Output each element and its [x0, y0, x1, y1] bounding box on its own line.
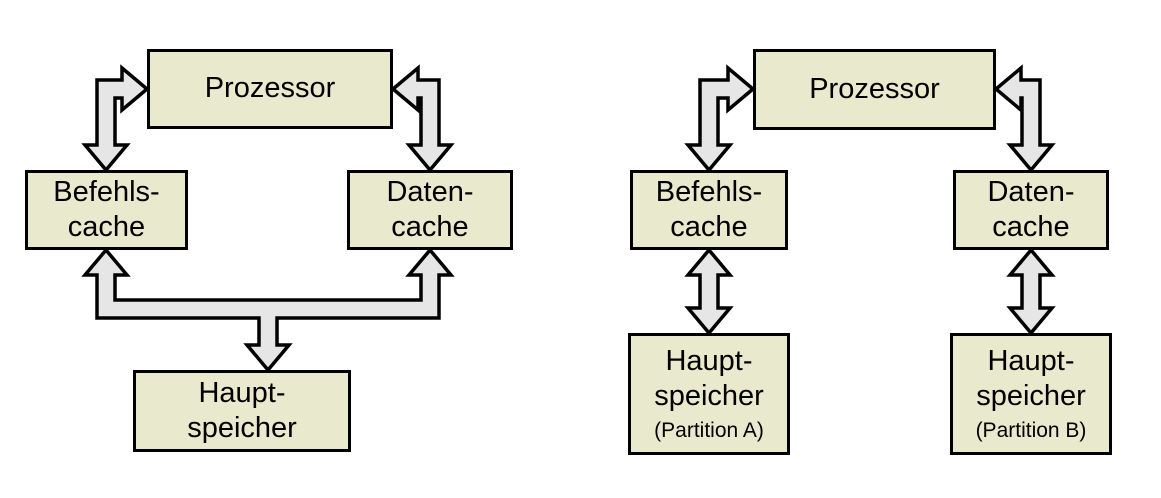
box-right-hauptspeicher-a-label: Haupt- speicher [654, 345, 764, 413]
box-left-prozessor-label: Prozessor [204, 72, 336, 105]
box-left-hauptspeicher-label: Haupt- speicher [187, 376, 297, 444]
box-right-datencache: Daten- cache [953, 170, 1109, 250]
box-right-befehlscache: Befehls- cache [630, 170, 788, 250]
box-left-hauptspeicher: Haupt- speicher [133, 370, 351, 452]
arrow-right-befehlscache-hauptspeicher-a [684, 247, 734, 336]
arrow-left-prozessor-befehlscache [81, 64, 150, 173]
box-left-datencache: Daten- cache [347, 170, 513, 250]
box-right-hauptspeicher-b-label: Haupt- speicher [976, 345, 1086, 413]
arrow-right-prozessor-datencache [993, 64, 1056, 173]
box-right-prozessor-label: Prozessor [809, 72, 940, 105]
box-left-datencache-label: Daten- cache [386, 175, 474, 243]
box-right-hauptspeicher-partition-b: Haupt- speicher (Partition B) [950, 333, 1112, 455]
box-right-befehlscache-label: Befehls- cache [655, 175, 763, 243]
box-left-befehlscache: Befehls- cache [25, 170, 188, 250]
arrow-left-caches-hauptspeicher [81, 247, 455, 373]
arrow-right-prozessor-befehlscache [684, 64, 756, 173]
box-left-befehlscache-label: Befehls- cache [53, 175, 160, 243]
box-left-prozessor: Prozessor [147, 49, 393, 129]
arrow-left-prozessor-datencache [390, 64, 455, 173]
box-right-hauptspeicher-a-partition-label: (Partition A) [654, 418, 764, 442]
box-right-datencache-label: Daten- cache [987, 175, 1075, 243]
box-right-hauptspeicher-partition-a: Haupt- speicher (Partition A) [628, 333, 790, 455]
box-right-prozessor: Prozessor [753, 49, 996, 130]
arrow-right-datencache-hauptspeicher-b [1006, 247, 1056, 336]
box-right-hauptspeicher-b-partition-label: (Partition B) [975, 418, 1087, 442]
